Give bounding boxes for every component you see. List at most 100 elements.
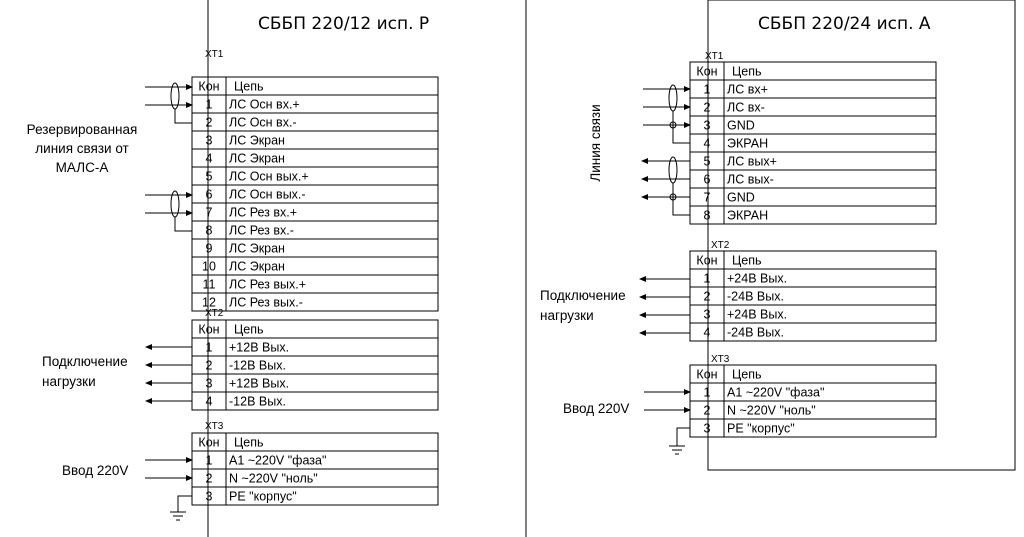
terminal-circuit: +12В Вых. — [229, 341, 289, 355]
terminal-circuit: A1 ~220V "фаза" — [229, 454, 326, 468]
terminal-circuit: ЛС Экран — [229, 134, 285, 148]
unit-right-enclosure — [707, 0, 1016, 471]
terminal-circuit: ЛС Осн вх.+ — [229, 98, 300, 112]
header-circuit: Цепь — [732, 254, 761, 268]
terminal-number: 2 — [704, 101, 711, 115]
terminal-number: 1 — [206, 98, 213, 112]
terminal-number: 3 — [206, 377, 213, 391]
ground-icon — [669, 445, 685, 455]
xt1-output-wiring — [641, 156, 690, 216]
load-label-2: нагрузки — [42, 374, 96, 389]
header-circuit: Цепь — [234, 323, 263, 337]
ground-icon — [170, 511, 186, 521]
header-num: Кон — [696, 368, 717, 382]
header-num: Кон — [198, 80, 219, 94]
terminal-circuit: N ~220V "ноль" — [229, 472, 318, 486]
xt1-label: XT1 — [205, 49, 224, 60]
terminal-number: 2 — [704, 404, 711, 418]
terminal-number: 11 — [203, 278, 216, 292]
terminal-circuit: -24В Вых. — [727, 290, 784, 304]
terminal-number: 3 — [704, 308, 711, 322]
terminal-number: 1 — [704, 272, 711, 286]
header-num: Кон — [198, 323, 219, 337]
terminal-circuit: ЛС Экран — [229, 152, 285, 166]
terminal-circuit: ЛС Экран — [229, 260, 285, 274]
terminal-number: 3 — [206, 134, 213, 148]
xt3-label: XT3 — [711, 354, 730, 365]
header-circuit: Цепь — [732, 368, 761, 382]
terminal-circuit: +24В Вых. — [727, 272, 787, 286]
unit-right-title: СББП 220/24 исп. А — [758, 14, 931, 34]
terminal-circuit: GND — [727, 191, 755, 205]
terminal-circuit: ЛС вых- — [727, 173, 774, 187]
terminal-number: 1 — [704, 386, 711, 400]
terminal-circuit: -12В Вых. — [229, 359, 286, 373]
xt1-reserve-input-wiring — [145, 190, 193, 232]
terminal-circuit: ЛС вх- — [727, 101, 765, 115]
terminal-circuit: ЛС Рез вх.+ — [229, 206, 297, 220]
xt3-label: XT3 — [205, 421, 224, 432]
xt2-load-wiring — [145, 344, 192, 404]
xt2-load-wiring — [639, 276, 690, 336]
terminal-circuit: ЛС Рез вх.- — [229, 224, 294, 238]
terminal-number: 1 — [704, 83, 711, 97]
terminal-number: 10 — [202, 260, 216, 274]
terminal-circuit: A1 ~220V "фаза" — [727, 386, 824, 400]
terminal-number: 4 — [704, 137, 711, 151]
xt3-mains-wiring — [145, 457, 193, 512]
terminal-number: 7 — [704, 191, 711, 205]
terminal-number: 6 — [704, 173, 711, 187]
reserve-line-label-1: Резервированная — [27, 122, 138, 137]
terminal-circuit: ЛС Рез вых.- — [229, 296, 303, 310]
xt1-main-input-wiring — [145, 82, 193, 124]
header-circuit: Цепь — [732, 65, 761, 79]
terminal-circuit: +12В Вых. — [229, 377, 289, 391]
terminal-circuit: PE "корпус" — [727, 422, 795, 436]
terminal-number: 4 — [206, 152, 213, 166]
terminal-number: 8 — [206, 224, 213, 238]
load-label-1: Подключение — [42, 354, 128, 369]
terminal-block-xt3: Кон Цепь 1 A1 ~220V "фаза" 2 N ~220V "ноль" 3 P… — [689, 364, 937, 438]
terminal-number: 12 — [202, 296, 216, 310]
mains-label: Ввод 220V — [563, 401, 629, 416]
xt3-mains-wiring — [644, 389, 691, 446]
terminal-number: 5 — [206, 170, 213, 184]
load-label-2: нагрузки — [540, 308, 594, 323]
reserve-line-label-3: МАЛС-А — [56, 160, 109, 175]
terminal-circuit: N ~220V "ноль" — [727, 404, 816, 418]
terminal-circuit: +24В Вых. — [727, 308, 787, 322]
unit-left-title: СББП 220/12 исп. Р — [258, 14, 429, 34]
reserve-line-label-2: линия связи от — [35, 141, 128, 156]
terminal-circuit: PE "корпус" — [229, 490, 297, 504]
mains-label: Ввод 220V — [62, 463, 128, 478]
terminal-number: 3 — [704, 119, 711, 133]
xt1-input-wiring — [643, 84, 691, 144]
terminal-number: 9 — [206, 242, 213, 256]
terminal-number: 2 — [206, 472, 213, 486]
terminal-circuit: GND — [727, 119, 755, 133]
terminal-number: 7 — [206, 206, 213, 220]
load-label-1: Подключение — [540, 288, 626, 303]
terminal-number: 1 — [206, 454, 213, 468]
terminal-circuit: ЭКРАН — [727, 209, 768, 223]
terminal-number: 2 — [206, 359, 213, 373]
terminal-circuit: -24В Вых. — [727, 326, 784, 340]
xt2-label: XT2 — [711, 240, 730, 251]
terminal-number: 3 — [704, 422, 711, 436]
terminal-number: 3 — [206, 490, 213, 504]
terminal-number: 4 — [206, 395, 213, 409]
terminal-number: 4 — [704, 326, 711, 340]
header-num: Кон — [198, 436, 219, 450]
terminal-circuit: ЛС Экран — [229, 242, 285, 256]
xt2-label: XT2 — [205, 308, 224, 319]
terminal-circuit: ЛС Рез вых.+ — [229, 278, 306, 292]
xt1-label: XT1 — [705, 51, 724, 62]
comm-line-label: Линия связи — [588, 104, 603, 181]
terminal-circuit: ЭКРАН — [727, 137, 768, 151]
terminal-number: 8 — [704, 209, 711, 223]
